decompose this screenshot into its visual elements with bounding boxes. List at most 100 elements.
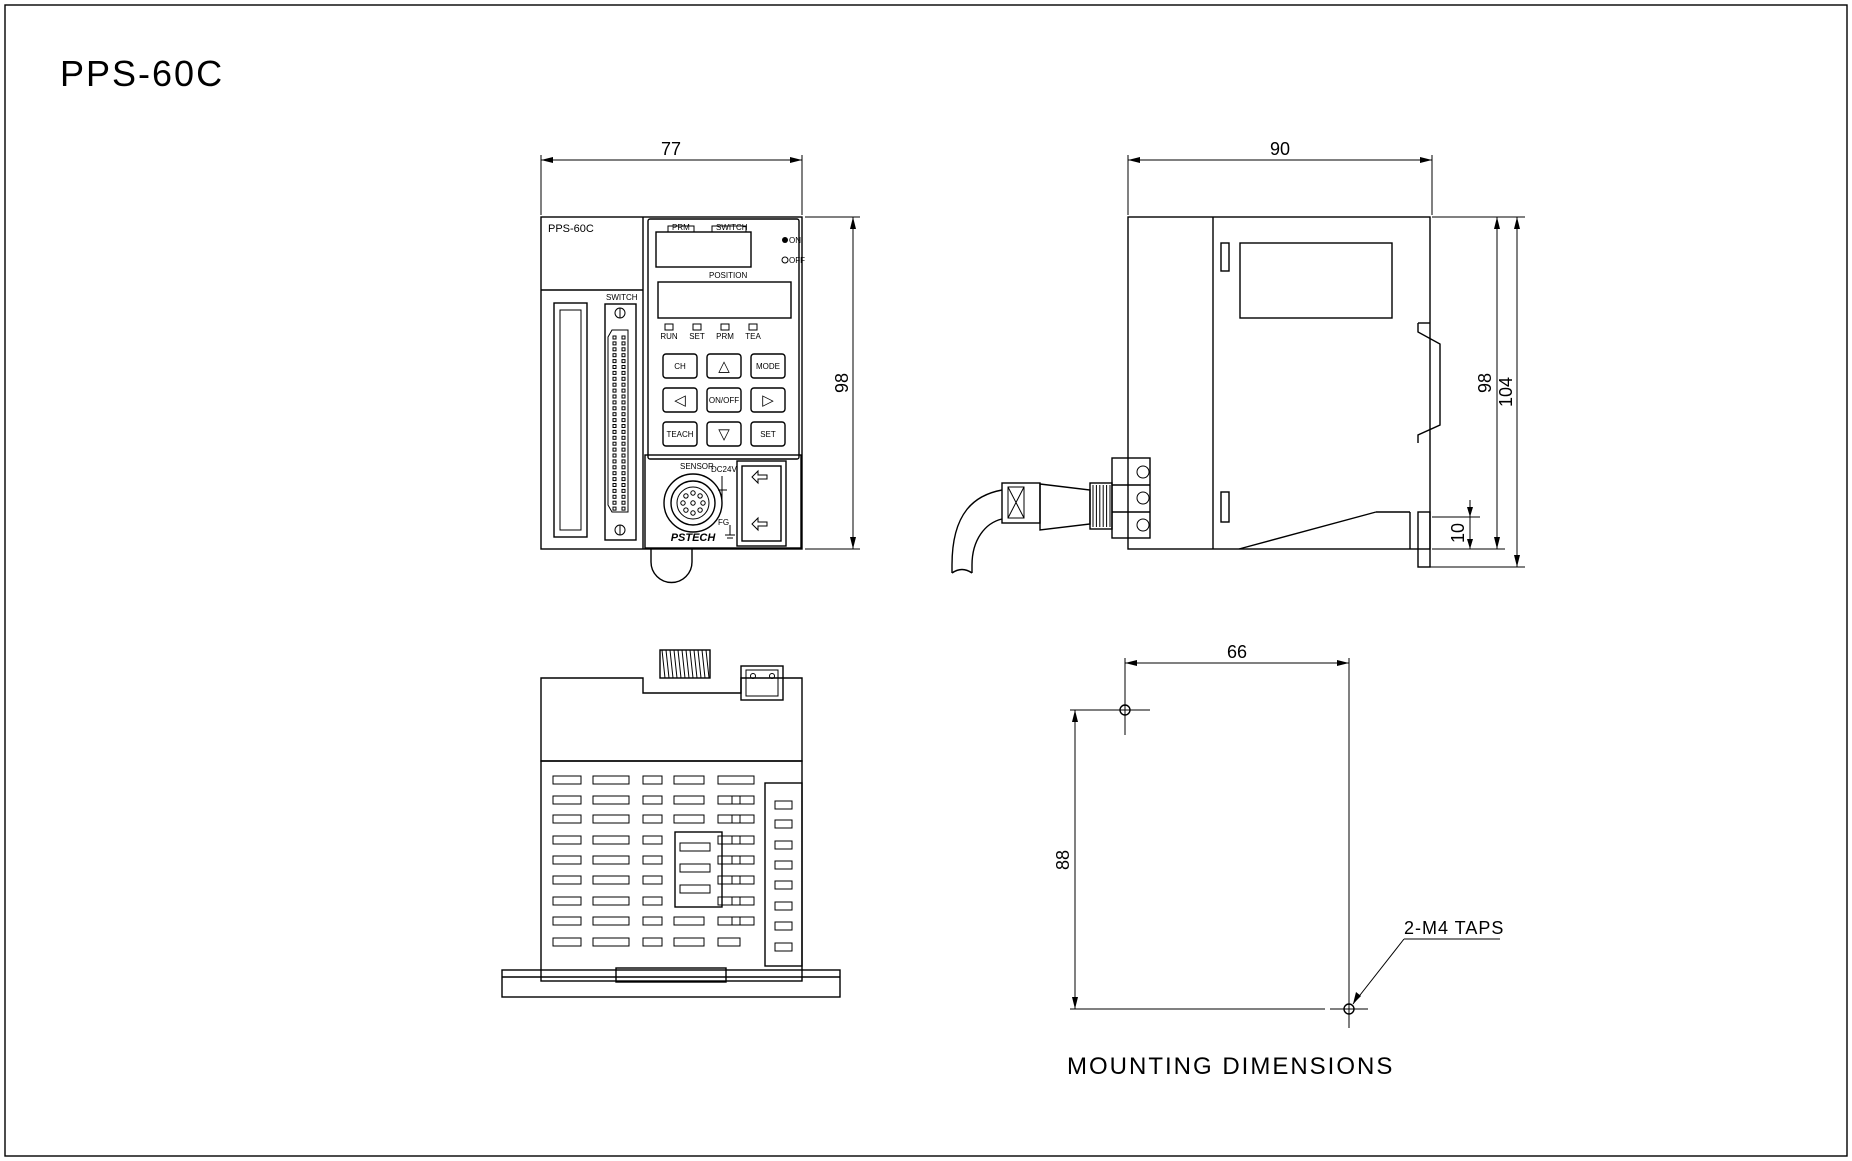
display-label-switch: SWITCH: [716, 223, 748, 232]
connector-pin: [612, 447, 617, 452]
keypad-button-label: MODE: [756, 362, 780, 371]
vent-slot: [717, 814, 741, 824]
keypad-button-label: SET: [760, 430, 776, 439]
keypad-button-label: △: [718, 358, 730, 375]
thread-line: [669, 649, 674, 679]
vent-slot: [774, 840, 793, 850]
tap-label: 2-M4 TAPS: [1404, 918, 1504, 938]
connector-pin: [621, 471, 626, 476]
connector-pin: [612, 429, 617, 434]
connector-pin: [612, 494, 617, 499]
connector-pin: [621, 353, 626, 358]
keypad-button-label: TEACH: [666, 430, 693, 439]
connector-pin: [612, 471, 617, 476]
vent-slot: [673, 937, 705, 947]
led-indicator: [748, 323, 758, 331]
vent-slot: [592, 855, 630, 865]
vent-slot: [774, 942, 793, 952]
keypad-button: [750, 421, 786, 447]
led-label: RUN: [660, 332, 678, 341]
side-overall-height-dimension: 104: [1496, 377, 1516, 407]
connector-pin: [612, 465, 617, 470]
vent-slot: [552, 896, 582, 906]
connector-pin: [621, 376, 626, 381]
vent-slot: [731, 896, 755, 906]
vent-slot: [679, 863, 711, 873]
vent-slot: [592, 916, 630, 926]
vent-slot: [642, 875, 663, 885]
vent-slot: [552, 875, 582, 885]
vent-slot: [592, 814, 630, 824]
vent-slot: [774, 921, 793, 931]
vent-slot: [731, 875, 755, 885]
vent-slot: [552, 835, 582, 845]
vent-slot: [717, 937, 741, 947]
connector-pin: [612, 435, 617, 440]
vent-slot: [673, 775, 705, 785]
connector-pin: [612, 394, 617, 399]
power-label: DC24V: [711, 465, 737, 474]
connector-pin: [612, 459, 617, 464]
vent-slot: [717, 775, 755, 785]
connector-pin: [621, 429, 626, 434]
vent-slot: [592, 795, 630, 805]
connector-pin: [612, 347, 617, 352]
connector-pin: [612, 370, 617, 375]
led-indicator: [664, 323, 674, 331]
connector-pin: [621, 477, 626, 482]
connector-pin: [621, 359, 626, 364]
vent-slot: [774, 880, 793, 890]
keypad-button-label: ON/OFF: [709, 396, 739, 405]
sensor-pin: [683, 493, 689, 499]
thread-line: [681, 649, 686, 679]
connector-pin: [621, 500, 626, 505]
vent-slot: [642, 937, 663, 947]
connector-pin: [621, 412, 626, 417]
front-width-dimension: 77: [661, 139, 681, 159]
thread-line: [705, 649, 710, 679]
connector-pin: [612, 341, 617, 346]
thread-line: [685, 649, 690, 679]
connector-pin: [612, 376, 617, 381]
keypad-button-label: ▷: [762, 392, 774, 409]
connector-pin: [621, 406, 626, 411]
connector-pin: [612, 382, 617, 387]
rail-dimension: 10: [1448, 523, 1468, 543]
side-height-dimension: 98: [1475, 373, 1495, 393]
vent-slot: [673, 916, 705, 926]
vent-slot: [717, 875, 741, 885]
connector-pin: [612, 477, 617, 482]
keypad-button: [706, 387, 742, 413]
vent-slot: [642, 896, 663, 906]
connector-pin: [621, 465, 626, 470]
connector-pin: [612, 388, 617, 393]
vent-slot: [592, 835, 630, 845]
drawing-title: PPS-60C: [60, 53, 224, 94]
brand-logo: PSTECH: [671, 532, 717, 544]
front-model-label: PPS-60C: [548, 223, 594, 235]
led-label: TEA: [745, 332, 761, 341]
sensor-pin: [697, 507, 703, 513]
front-height-dimension: 98: [832, 373, 852, 393]
connector-pin: [612, 335, 617, 340]
side-width-dimension: 90: [1270, 139, 1290, 159]
connector-threads: [661, 649, 710, 679]
thread-line: [677, 649, 682, 679]
keypad-button-label: ◁: [674, 392, 686, 409]
connector-pin: [621, 424, 626, 428]
indicator-on: ON: [789, 236, 801, 245]
keypad-button-label: CH: [674, 362, 686, 371]
sensor-pin: [690, 490, 696, 496]
thread-line: [693, 649, 698, 679]
keypad-button: [706, 421, 742, 447]
thread-line: [701, 649, 706, 679]
vent-slot: [731, 835, 755, 845]
connector-pin: [621, 365, 626, 369]
vent-slot: [774, 860, 793, 870]
connector-pin: [612, 506, 617, 511]
vent-slot: [774, 819, 793, 829]
connector-pin: [621, 435, 626, 440]
vent-slot: [717, 855, 741, 865]
vent-slot: [642, 916, 663, 926]
sensor-pin: [690, 510, 696, 516]
